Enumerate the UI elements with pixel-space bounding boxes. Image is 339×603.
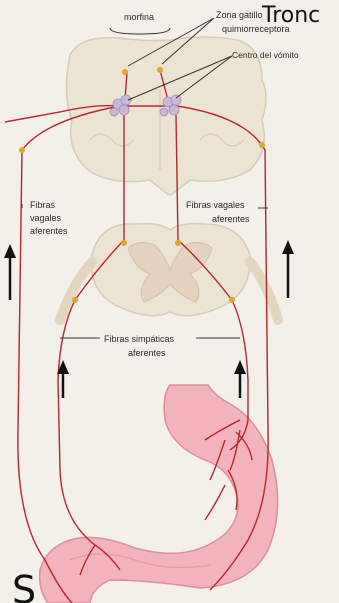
- label-vagal-left-3: aferentes: [30, 226, 68, 236]
- label-centro-vomito: Centro del vómito: [232, 50, 299, 60]
- label-zona-gatillo: Zona gatillo: [216, 10, 263, 20]
- label-vagal-left-1: Fibras: [30, 200, 56, 210]
- handwriting-bottom: S: [12, 568, 36, 603]
- label-vagal-right-1: Fibras vagales: [186, 200, 245, 210]
- label-simpaticas-aferentes: aferentes: [128, 348, 166, 358]
- label-vagal-left-2: vagales: [30, 213, 62, 223]
- handwriting-tronco: Tronc: [261, 3, 320, 28]
- label-simpaticas: Fibras simpáticas: [104, 334, 175, 344]
- label-vagal-right-2: aferentes: [212, 214, 250, 224]
- stomach: [40, 385, 278, 603]
- label-morfina: morfina: [124, 12, 154, 22]
